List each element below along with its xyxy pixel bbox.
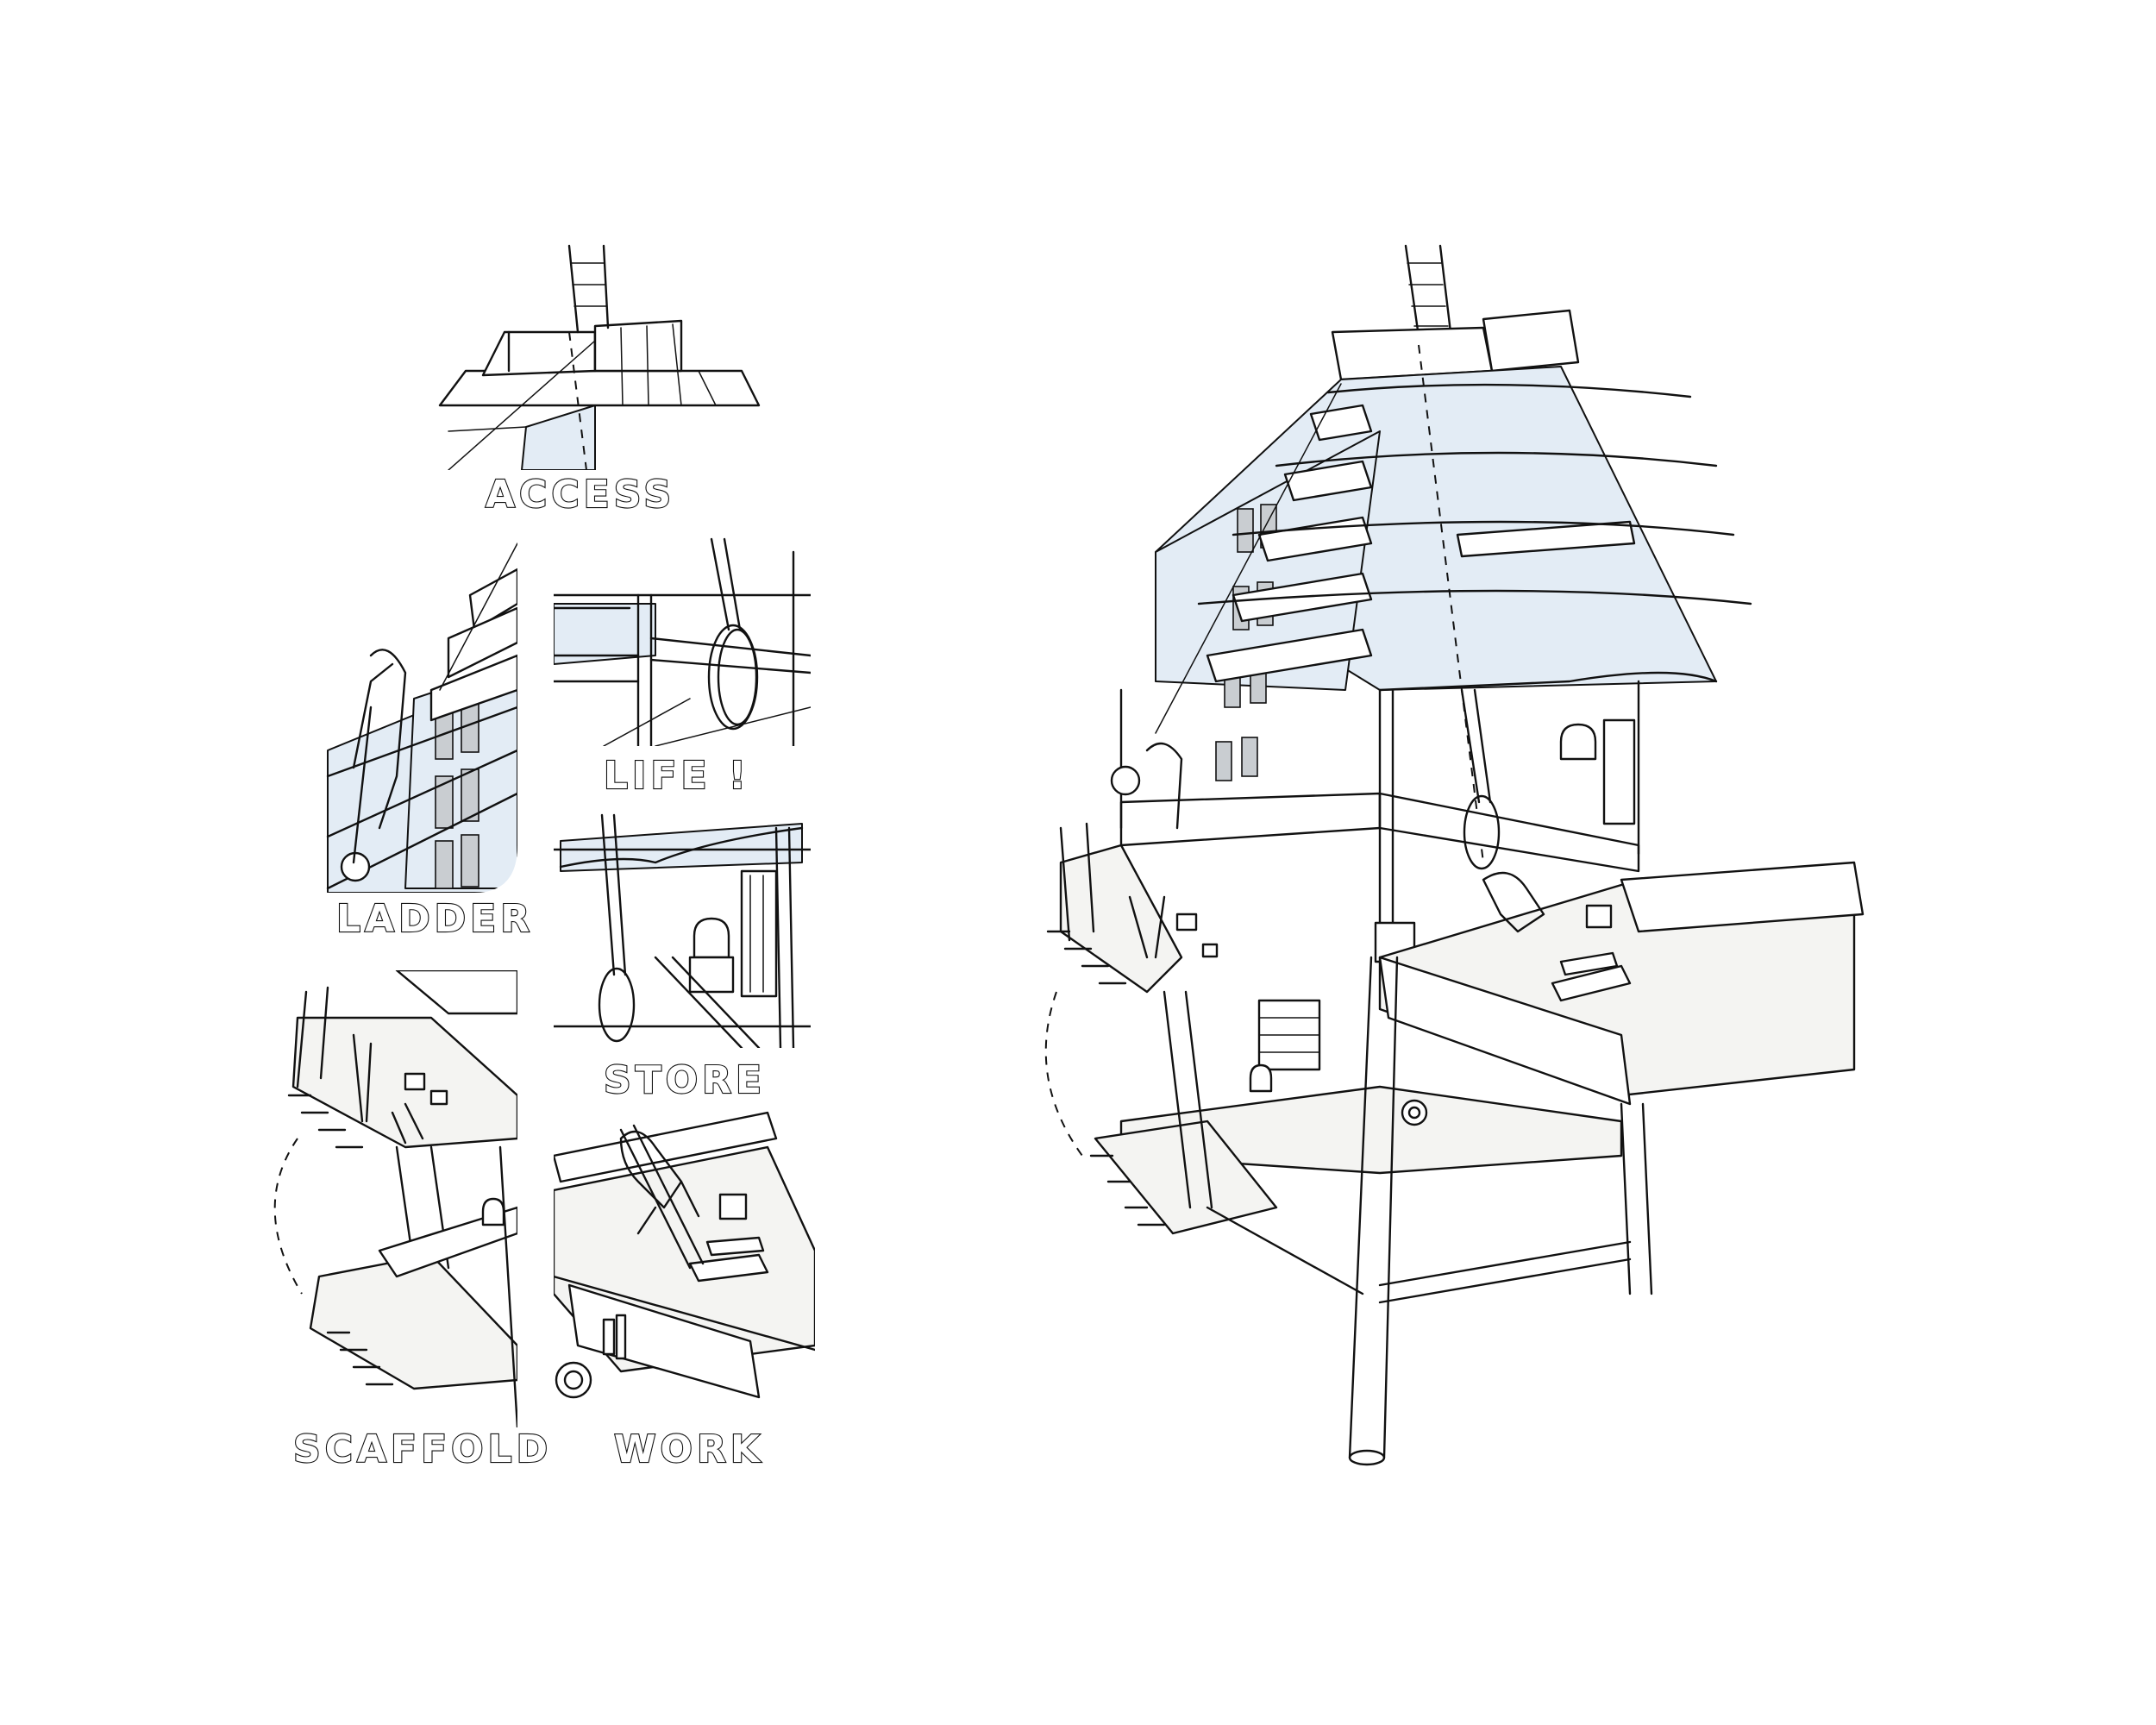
store-vignette <box>554 811 811 1048</box>
tower-roof <box>1155 309 1752 863</box>
vignette-panels <box>259 233 815 1427</box>
tower-cabin <box>1110 680 1640 963</box>
panel-label-access: ACCESS <box>485 472 676 518</box>
scaffold-vignette <box>259 970 517 1427</box>
panel-label-scaffold: SCAFFOLD <box>292 1427 553 1472</box>
tower-legs <box>1163 956 1653 1466</box>
panel-label-life: LIFE ! <box>603 753 750 799</box>
tower-ladder <box>1404 244 1452 338</box>
panel-label-store: STORE <box>603 1057 767 1103</box>
ladder-vignette <box>293 535 517 893</box>
tower-store-deck <box>1089 999 1623 1235</box>
tower-work-deck <box>1378 861 1865 1106</box>
tower-scaffold-deck <box>1044 822 1219 1157</box>
access-vignette <box>431 233 768 470</box>
life-vignette <box>554 535 811 746</box>
panel-label-ladder: LADDER <box>335 896 535 942</box>
work-vignette <box>554 1082 815 1414</box>
panel-label-work: WORK <box>613 1427 764 1472</box>
